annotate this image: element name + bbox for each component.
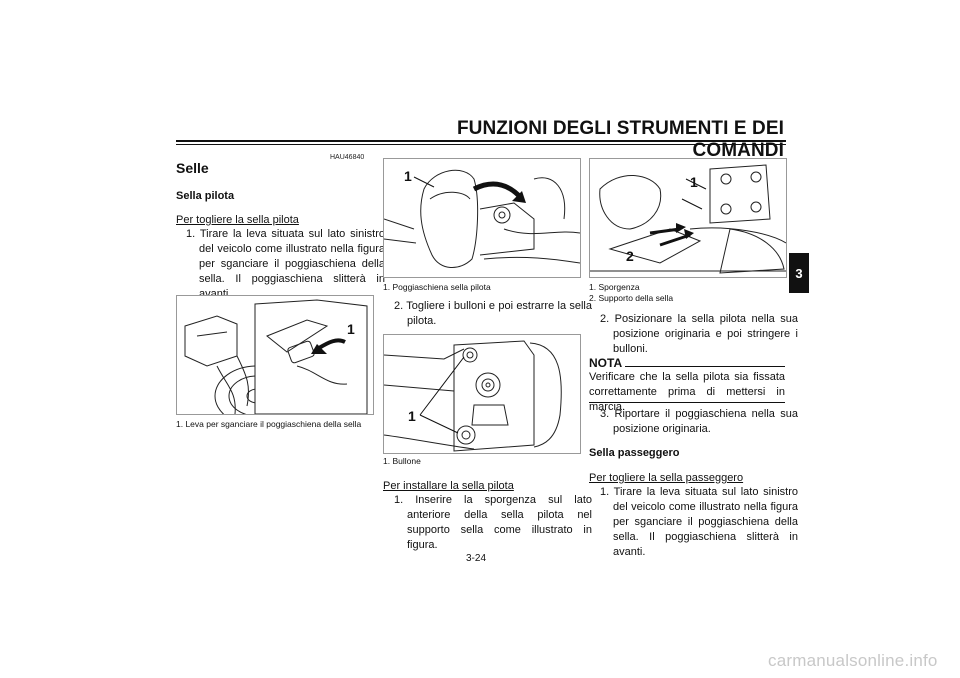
fig3-callout: 1 <box>408 408 416 424</box>
passenger-seat-remove-heading: Per togliere la sella passeggero <box>589 472 744 484</box>
figure-seat-release-lever: 1 <box>176 295 374 415</box>
nota-title: NOTA <box>589 356 623 370</box>
seat-bolts-illustration: 1 <box>384 340 562 452</box>
seat-projection-illustration: 1 2 <box>590 164 786 274</box>
header-rule <box>176 140 786 142</box>
figure-seat-bolts: 1 <box>383 334 581 454</box>
fig2-callout: 1 <box>404 168 412 184</box>
page-header-title: FUNZIONI DEGLI STRUMENTI E DEI COMANDI <box>456 118 784 161</box>
nota-text: Verificare che la sella pilota sia fissa… <box>589 371 785 413</box>
rider-backrest-illustration: 1 <box>384 168 580 268</box>
fig1-caption: 1. Leva per sganciare il poggiaschiena d… <box>176 419 362 429</box>
rider-seat-install-step-2: 2. Posizionare la sella pilota nella sua… <box>600 313 798 355</box>
figure-rider-backrest: 1 <box>383 158 581 278</box>
fig4-caption-2: 2. Supporto della sella <box>589 293 674 303</box>
seat-release-lever-illustration: 1 <box>184 299 368 414</box>
fig4-caption-1: 1. Sporgenza <box>589 282 640 292</box>
fig1-callout: 1 <box>347 321 355 337</box>
rider-seat-install-step-1: 1. Inserire la sporgenza sul lato anteri… <box>394 494 592 551</box>
section-title: Selle <box>176 160 209 176</box>
figure-seat-projection-support: 1 2 <box>589 158 787 278</box>
rider-seat-remove-step-1: 1. Tirare la leva situata sul lato sinis… <box>186 228 385 300</box>
fig4-callout-1: 1 <box>690 174 698 190</box>
passenger-seat-remove-step-1: 1. Tirare la leva situata sul lato sinis… <box>600 486 798 558</box>
watermark: carmanualsonline.info <box>768 651 938 670</box>
nota-rule-top <box>625 366 785 367</box>
page-number: 3-24 <box>466 553 487 564</box>
fig4-callout-2: 2 <box>626 248 634 264</box>
fig2-caption: 1. Poggiaschiena sella pilota <box>383 282 491 292</box>
nota-rule-bottom <box>589 402 785 403</box>
passenger-seat-subtitle: Sella passeggero <box>589 447 680 459</box>
chapter-tab[interactable]: 3 <box>789 253 809 293</box>
fig3-caption: 1. Bullone <box>383 456 421 466</box>
section-code: HAU46840 <box>330 154 365 161</box>
rider-seat-install-heading: Per installare la sella pilota <box>383 480 514 492</box>
header-rule-thin <box>176 144 786 145</box>
rider-seat-subtitle: Sella pilota <box>176 190 235 202</box>
rider-seat-remove-step-2: 2. Togliere i bulloni e poi estrarre la … <box>394 300 592 327</box>
rider-seat-remove-heading: Per togliere la sella pilota <box>176 214 299 226</box>
rider-seat-install-step-3: 3. Riportare il poggiaschiena nella sua … <box>600 408 798 435</box>
